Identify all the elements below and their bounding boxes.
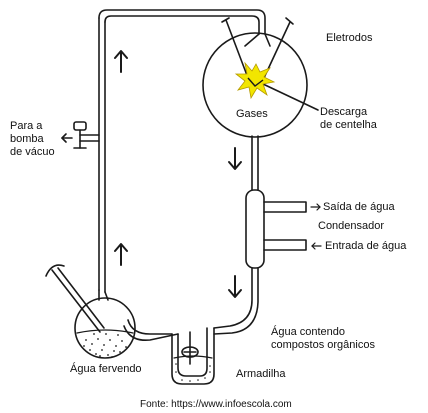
arrow-right-icon: [310, 203, 321, 211]
arrow-down-icon-bottom: [228, 275, 242, 298]
label-entrada: Entrada de água: [325, 240, 407, 252]
source-caption: Fonte: https://www.infoescola.com: [140, 399, 292, 410]
vacuum-stopcock-icon: [73, 121, 87, 131]
flask-water-dots: [83, 333, 127, 358]
water-outlet-tube: [263, 201, 307, 213]
left-electrode: [225, 19, 249, 79]
label-bomba-3: de vácuo: [10, 146, 55, 158]
spark-icon: [234, 61, 276, 100]
trap-water-dots: [175, 363, 211, 382]
arrow-up-icon-top: [114, 50, 128, 73]
arrow-up-icon-bottom: [114, 243, 128, 266]
label-bomba-2: bomba: [10, 133, 44, 145]
condenser: [245, 189, 265, 269]
label-gases: Gases: [236, 108, 268, 120]
label-armadilha: Armadilha: [236, 368, 286, 380]
top-tube: [98, 9, 266, 35]
label-saida: Saída de água: [323, 201, 395, 213]
label-agua-contendo-1: Água contendo: [271, 326, 346, 338]
label-descarga-1: Descarga: [320, 106, 368, 118]
flask-rod: [51, 269, 101, 333]
label-condensador: Condensador: [318, 220, 385, 232]
label-eletrodos: Eletrodos: [326, 32, 373, 44]
label-agua-fervendo: Água fervendo: [70, 363, 142, 375]
arrow-down-icon-top: [228, 147, 242, 170]
label-bomba-1: Para a: [10, 120, 43, 132]
arrow-left-icon: [311, 242, 322, 250]
water-inlet-tube: [263, 239, 307, 251]
label-agua-contendo-2: compostos orgânicos: [271, 339, 375, 351]
label-descarga-2: de centelha: [320, 119, 377, 131]
trap: [171, 327, 215, 385]
gas-sphere: [202, 32, 308, 138]
boiling-flask: [74, 297, 136, 359]
